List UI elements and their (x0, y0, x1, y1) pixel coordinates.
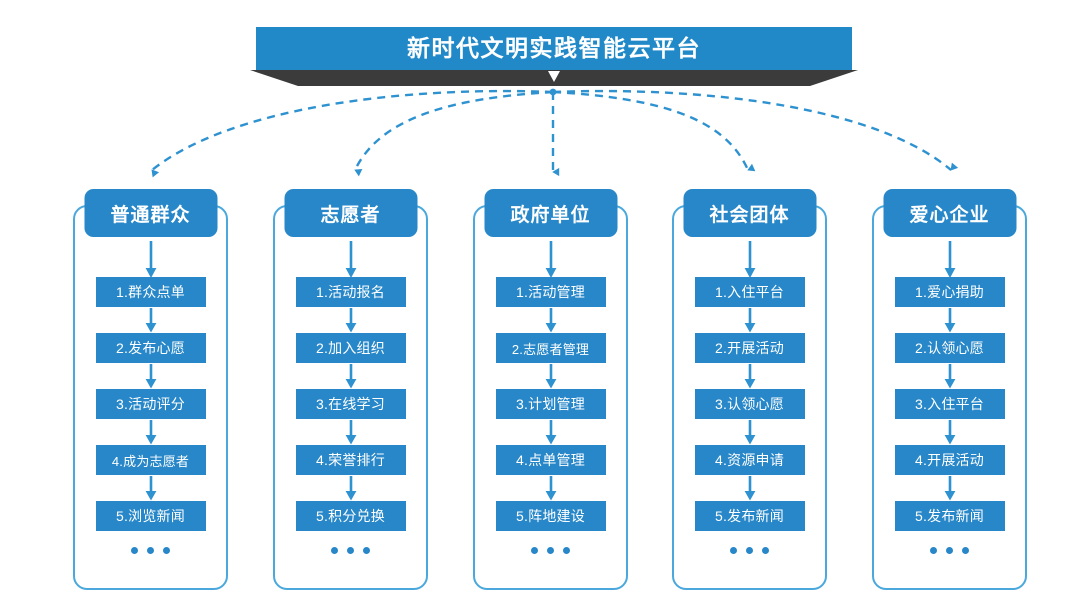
category-item[interactable]: 3.认领心愿 (694, 389, 805, 419)
header-to-item-arrow (545, 241, 556, 278)
item-connector-arrow (744, 308, 755, 333)
item-connector-arrow (545, 476, 556, 501)
category-item[interactable]: 4.点单管理 (495, 445, 606, 475)
ellipsis-dot (563, 547, 570, 554)
item-connector-arrow (545, 364, 556, 389)
ellipsis-dot (531, 547, 538, 554)
header-to-item-arrow (944, 241, 955, 278)
category-header-label: 爱心企业 (909, 204, 990, 226)
category-item[interactable]: 4.荣誉排行 (295, 445, 406, 475)
item-connector-arrow (944, 476, 955, 501)
ellipsis-dot (163, 547, 170, 554)
category-column-government[interactable]: 政府单位 1.活动管理 2.志愿者管理 3.计划管理 4.点单管理 5.阵地建设 (473, 189, 628, 590)
category-header-label: 志愿者 (320, 204, 381, 226)
item-connector-arrow (345, 420, 356, 445)
ellipsis-dot (347, 547, 354, 554)
item-connector-arrow (345, 308, 356, 333)
more-items-ellipsis[interactable] (131, 547, 170, 554)
more-items-ellipsis[interactable] (531, 547, 570, 554)
category-header-label: 社会团体 (709, 204, 790, 226)
category-item[interactable]: 2.认领心愿 (894, 333, 1005, 363)
category-header-enterprise[interactable]: 爱心企业 (883, 189, 1016, 237)
platform-title-banner: 新时代文明实践智能云平台 (250, 27, 858, 86)
category-header-volunteer[interactable]: 志愿者 (284, 189, 417, 237)
more-items-ellipsis[interactable] (730, 547, 769, 554)
page-title: 新时代文明实践智能云平台 (407, 35, 701, 61)
ellipsis-dot (730, 547, 737, 554)
category-header-label: 政府单位 (510, 204, 591, 226)
category-header-label: 普通群众 (110, 204, 191, 226)
category-header-social-group[interactable]: 社会团体 (683, 189, 816, 237)
item-connector-arrow (744, 476, 755, 501)
category-column-volunteer[interactable]: 志愿者 1.活动报名 2.加入组织 3.在线学习 4.荣誉排行 5.积分兑换 (273, 189, 428, 590)
category-item-list: 1.活动管理 2.志愿者管理 3.计划管理 4.点单管理 5.阵地建设 (495, 277, 606, 554)
category-item[interactable]: 3.计划管理 (495, 389, 606, 419)
category-item[interactable]: 1.活动管理 (495, 277, 606, 307)
link-hub (549, 88, 557, 96)
item-connector-arrow (545, 420, 556, 445)
item-connector-arrow (944, 308, 955, 333)
item-connector-arrow (944, 364, 955, 389)
ellipsis-dot (363, 547, 370, 554)
link-to-volunteer (353, 90, 554, 177)
category-header-public[interactable]: 普通群众 (84, 189, 217, 237)
item-connector-arrow (545, 308, 556, 333)
item-connector-arrow (345, 364, 356, 389)
ellipsis-dot (930, 547, 937, 554)
ellipsis-dot (962, 547, 969, 554)
category-item[interactable]: 1.群众点单 (95, 277, 206, 307)
category-column-social-group[interactable]: 社会团体 1.入住平台 2.开展活动 3.认领心愿 4.资源申请 5.发布新闻 (672, 189, 827, 590)
category-item[interactable]: 3.活动评分 (95, 389, 206, 419)
link-to-public (151, 89, 554, 178)
category-item[interactable]: 2.开展活动 (694, 333, 805, 363)
header-to-item-arrow (744, 241, 755, 278)
ellipsis-dot (946, 547, 953, 554)
item-connector-arrow (345, 476, 356, 501)
category-item[interactable]: 5.阵地建设 (495, 501, 606, 531)
ellipsis-dot (131, 547, 138, 554)
category-column-public[interactable]: 普通群众 1.群众点单 2.发布心愿 3.活动评分 4.成为志愿者 5.浏览新闻 (73, 189, 228, 590)
category-item[interactable]: 4.资源申请 (694, 445, 805, 475)
category-item-list: 1.群众点单 2.发布心愿 3.活动评分 4.成为志愿者 5.浏览新闻 (95, 277, 206, 554)
category-column-enterprise[interactable]: 爱心企业 1.爱心捐助 2.认领心愿 3.入住平台 4.开展活动 5.发布新闻 (872, 189, 1027, 590)
category-item[interactable]: 2.加入组织 (295, 333, 406, 363)
ellipsis-dot (547, 547, 554, 554)
chevron-down-icon (548, 71, 560, 82)
more-items-ellipsis[interactable] (930, 547, 969, 554)
category-item[interactable]: 5.发布新闻 (894, 501, 1005, 531)
item-connector-arrow (145, 308, 156, 333)
category-item[interactable]: 5.发布新闻 (694, 501, 805, 531)
banner-bar: 新时代文明实践智能云平台 (256, 27, 852, 70)
category-item[interactable]: 1.活动报名 (295, 277, 406, 307)
category-item[interactable]: 4.成为志愿者 (95, 445, 206, 475)
category-item[interactable]: 3.在线学习 (295, 389, 406, 419)
more-items-ellipsis[interactable] (331, 547, 370, 554)
category-item[interactable]: 1.爱心捐助 (894, 277, 1005, 307)
category-item-list: 1.爱心捐助 2.认领心愿 3.入住平台 4.开展活动 5.发布新闻 (894, 277, 1005, 554)
item-connector-arrow (145, 420, 156, 445)
category-item[interactable]: 5.浏览新闻 (95, 501, 206, 531)
ellipsis-dot (331, 547, 338, 554)
item-connector-arrow (944, 420, 955, 445)
category-item[interactable]: 2.发布心愿 (95, 333, 206, 363)
category-item[interactable]: 3.入住平台 (894, 389, 1005, 419)
header-to-item-arrow (145, 241, 156, 278)
category-item[interactable]: 2.志愿者管理 (495, 333, 606, 363)
item-connector-arrow (145, 476, 156, 501)
item-connector-arrow (744, 364, 755, 389)
header-to-item-arrow (345, 241, 356, 278)
link-to-social-group (552, 90, 756, 172)
category-header-government[interactable]: 政府单位 (484, 189, 617, 237)
category-item[interactable]: 5.积分兑换 (295, 501, 406, 531)
ellipsis-dot (762, 547, 769, 554)
ellipsis-dot (147, 547, 154, 554)
link-to-enterprise (552, 89, 959, 171)
item-connector-arrow (744, 420, 755, 445)
category-item[interactable]: 4.开展活动 (894, 445, 1005, 475)
category-item-list: 1.活动报名 2.加入组织 3.在线学习 4.荣誉排行 5.积分兑换 (295, 277, 406, 554)
category-item[interactable]: 1.入住平台 (694, 277, 805, 307)
category-item-list: 1.入住平台 2.开展活动 3.认领心愿 4.资源申请 5.发布新闻 (694, 277, 805, 554)
ellipsis-dot (746, 547, 753, 554)
item-connector-arrow (145, 364, 156, 389)
